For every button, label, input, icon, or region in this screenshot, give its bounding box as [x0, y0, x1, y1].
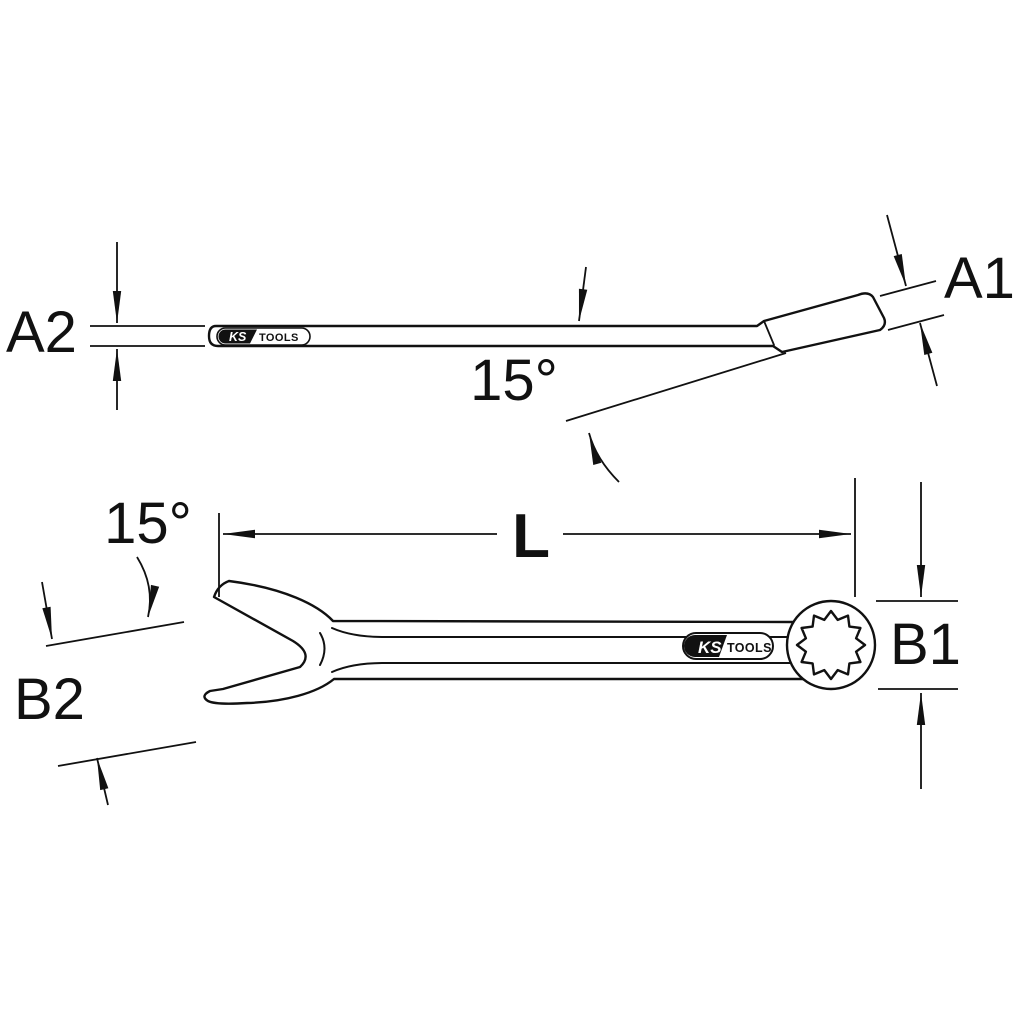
label-a1: A1 — [944, 246, 1015, 311]
label-b2: B2 — [14, 667, 85, 732]
label-length: L — [512, 502, 550, 571]
jaw-throat-curve — [319, 632, 326, 666]
a1-extension-line-top — [879, 280, 937, 297]
brand-logo-side-badge — [218, 329, 257, 344]
dimension-b2 — [41, 581, 197, 806]
brand-ks-text-top: KS — [698, 638, 722, 657]
brand-logo-top-badge — [684, 635, 727, 657]
shaft-bevel-line-top — [331, 627, 788, 638]
wrench-side-view — [207, 292, 887, 354]
side-angle-reference-line — [565, 352, 787, 422]
b2-arrow-bottom — [96, 757, 109, 806]
label-b1: B1 — [890, 612, 961, 677]
b2-arrow-top — [41, 581, 53, 640]
b2-extension-line-bottom — [57, 741, 197, 767]
side-angle-pointer-arrow — [578, 266, 588, 322]
label-a2: A2 — [6, 300, 77, 365]
a1-arrow-top — [886, 214, 907, 287]
dimension-a1 — [879, 214, 945, 387]
brand-logo-top-view: KS TOOLS — [682, 632, 774, 660]
label-open-end-angle: 15° — [104, 491, 192, 556]
shaft-bevel-line-bottom — [331, 662, 791, 673]
a1-arrow-bottom — [919, 322, 938, 387]
brand-logo-side: KS TOOLS — [216, 327, 311, 346]
ring-end-outer-circle — [785, 599, 877, 691]
a1-extension-line-bottom — [887, 314, 945, 331]
dimension-a2 — [90, 242, 205, 410]
side-view-neck-line — [763, 320, 775, 346]
label-side-head-angle: 15° — [470, 348, 558, 413]
b2-extension-line-top — [45, 621, 185, 647]
ring-end-12-point-socket — [795, 609, 867, 681]
open-end-and-shaft-outline — [203, 579, 805, 705]
dimension-length — [218, 478, 856, 597]
brand-tools-text-top: TOOLS — [727, 641, 772, 655]
side-angle-arc-arrow — [588, 432, 620, 483]
annotation-open-end-angle — [136, 556, 160, 618]
dimension-b1 — [876, 482, 958, 789]
brand-ks-text-side: KS — [229, 330, 247, 344]
open-end-angle-arc-arrow — [136, 556, 160, 618]
wrench-top-view — [203, 579, 877, 705]
brand-tools-text-side: TOOLS — [259, 332, 299, 344]
side-view-outline — [207, 292, 887, 354]
annotation-side-angle — [565, 266, 787, 483]
